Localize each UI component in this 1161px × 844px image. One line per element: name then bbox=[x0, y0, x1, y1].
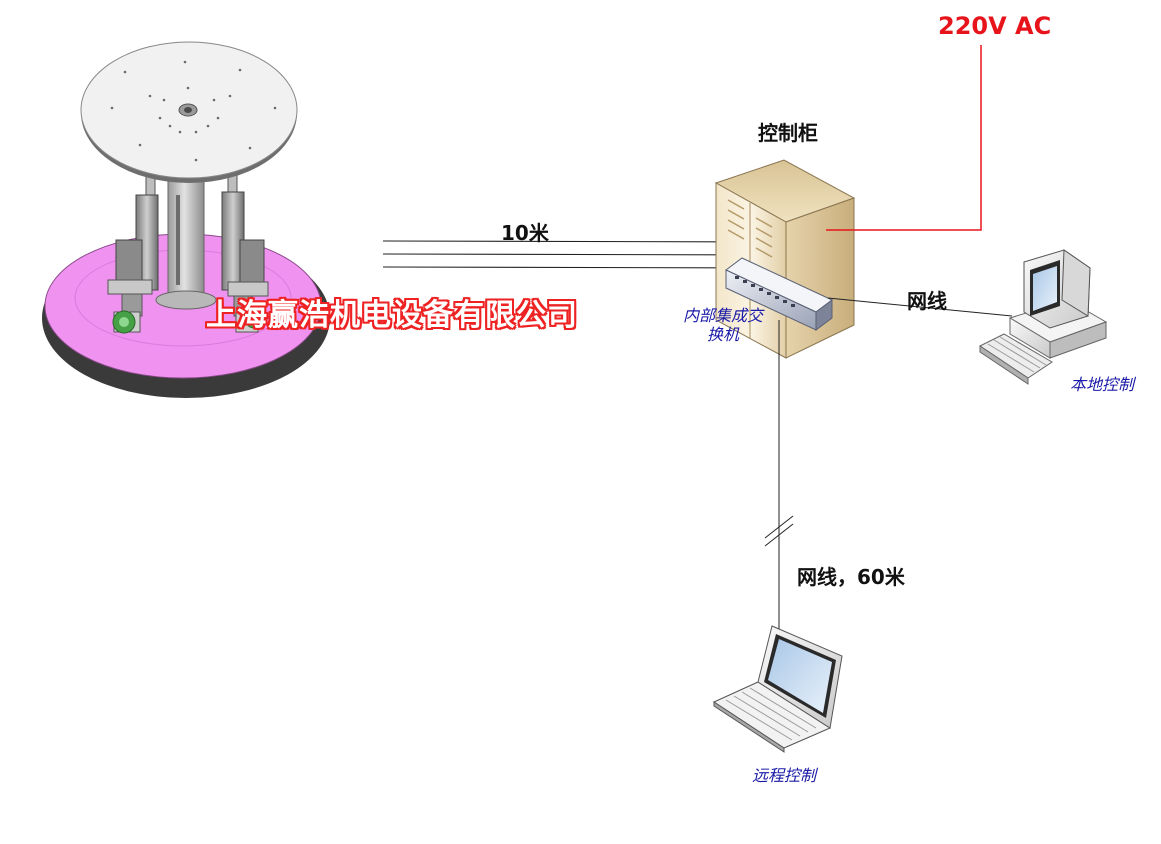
company-watermark: 上海赢浩机电设备有限公司 bbox=[206, 298, 578, 333]
motor-right bbox=[235, 307, 264, 333]
local-control-label: 本地控制 bbox=[1070, 375, 1135, 394]
server-cabinet-icon bbox=[714, 159, 856, 359]
laptop-computer-icon bbox=[712, 625, 843, 753]
remote-control-label: 远程控制 bbox=[752, 766, 817, 785]
network-cable-label: 网线 bbox=[907, 289, 947, 313]
cabinet-label: 控制柜 bbox=[758, 121, 818, 145]
actuator-left bbox=[107, 174, 159, 317]
motor-left bbox=[112, 310, 141, 334]
cable-length-label: 10米 bbox=[501, 221, 549, 245]
power-label: 220V AC bbox=[938, 12, 1052, 40]
desktop-computer-icon bbox=[979, 249, 1108, 385]
switch-label: 内部集成交 换机 bbox=[683, 306, 764, 344]
cable-break-mark bbox=[764, 515, 794, 547]
plate-holes bbox=[110, 60, 277, 162]
network-cable-local bbox=[827, 297, 1013, 317]
remote-cable-label: 网线，60米 bbox=[797, 565, 905, 589]
network-switch-icon bbox=[725, 257, 833, 331]
power-line bbox=[826, 45, 982, 231]
motion-platform-icon bbox=[42, 41, 330, 398]
